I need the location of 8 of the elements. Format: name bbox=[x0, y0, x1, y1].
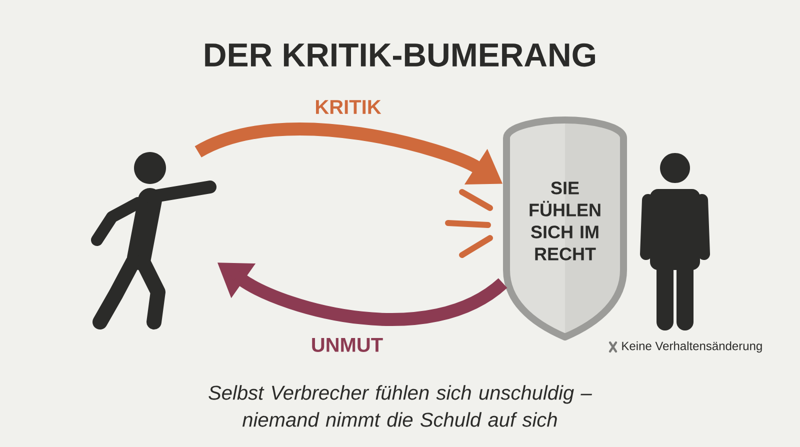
caption: Selbst Verbrecher fühlen sich unschuldig – niemand nimmt die Schuld auf sich bbox=[208, 385, 592, 427]
edge-label: UNMUT bbox=[308, 336, 386, 354]
standing-person bbox=[640, 153, 710, 330]
note-text: Keine Verhaltensänderung bbox=[622, 341, 762, 353]
shield: SIE FÜHLEN SICH IM RECHT bbox=[503, 116, 627, 340]
pointing-person bbox=[91, 152, 216, 330]
title: DER KRITIK-BUMERANG bbox=[205, 43, 595, 67]
edge-label: KRITIK bbox=[312, 98, 384, 116]
